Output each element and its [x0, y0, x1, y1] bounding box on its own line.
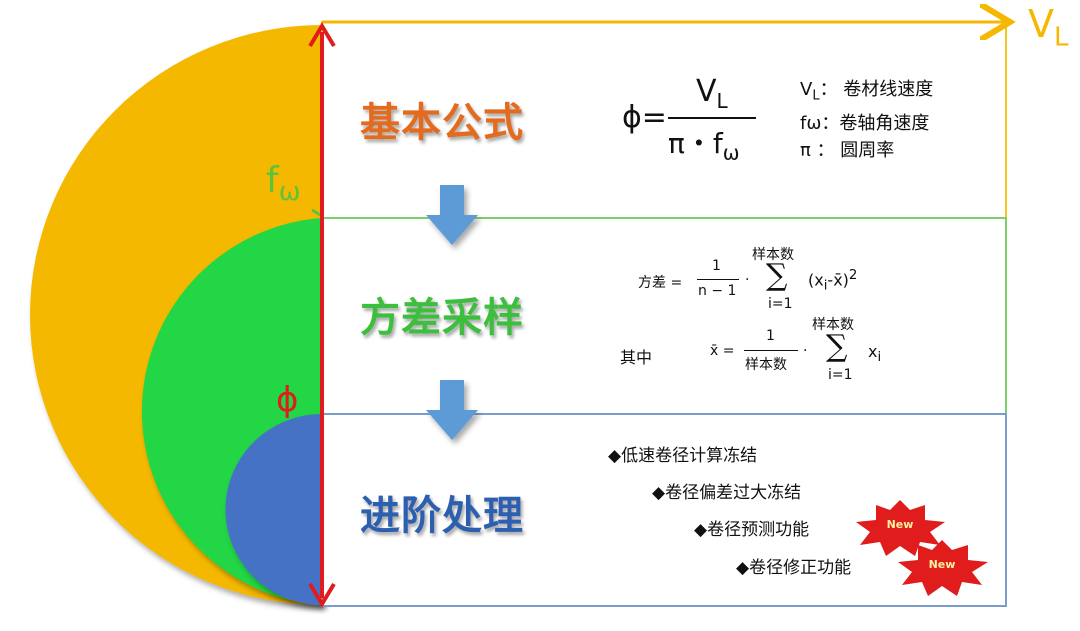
formula2-numerator: 1 [712, 258, 721, 274]
title-basic-formula: 基本公式 [360, 100, 524, 146]
formula3-term: xi [868, 342, 882, 366]
frame-basic [321, 21, 1007, 219]
def-pi: π ： 圆周率 [800, 139, 895, 161]
new-badge-2-text: New [929, 558, 956, 571]
formula1-lhs: ϕ= [622, 100, 667, 135]
formula2-dot: · [745, 272, 750, 288]
formula2-sigma: ∑ [766, 258, 788, 293]
formula2-denominator: n − 1 [698, 283, 737, 299]
formula1-fraction-bar [668, 117, 756, 119]
phi-arrow-top [308, 22, 336, 48]
new-badge-1-text: New [887, 518, 914, 531]
formula1-numerator: VL [696, 74, 728, 113]
formula3-lhs: x̄ = [710, 343, 735, 359]
bullet-low-speed-freeze: ◆低速卷径计算冻结 [608, 446, 758, 466]
vl-label: VL [1028, 2, 1069, 53]
bullet-deviation-freeze: ◆卷径偏差过大冻结 [652, 483, 802, 503]
def-fw: fω：卷轴角速度 [800, 112, 930, 134]
formula1-denominator: π・fω [668, 127, 740, 165]
new-badge-1: New [856, 500, 945, 556]
formula3-fraction-bar [744, 350, 798, 351]
down-arrow-1 [426, 185, 478, 245]
formula2-upper: 样本数 [752, 247, 794, 263]
formula2-fraction-bar [697, 279, 739, 280]
formula2-lower: i=1 [768, 296, 793, 312]
bullet-diameter-prediction: ◆卷径预测功能 [694, 520, 810, 540]
formula2-lhs: 方差 = [638, 275, 683, 291]
fw-label: fω [266, 160, 301, 208]
inner-semicircle [225, 414, 322, 605]
formula3-prefix: 其中 [620, 348, 653, 367]
formula3-upper: 样本数 [812, 317, 854, 333]
formula3-lower: i=1 [828, 367, 853, 383]
formula1-definitions: VL： 卷材线速度 fω：卷轴角速度 π ： 圆周率 [800, 76, 933, 164]
formula3-sigma: ∑ [826, 329, 848, 364]
formula3-denominator: 样本数 [745, 357, 787, 373]
title-advanced-processing: 进阶处理 [360, 493, 524, 539]
def-vl: VL： 卷材线速度 [800, 79, 934, 104]
formula3-numerator: 1 [766, 328, 775, 344]
formula3-dot: · [803, 343, 808, 359]
formula2-term: (xi-x̄)2 [808, 268, 858, 294]
title-variance-sampling: 方差采样 [360, 295, 524, 341]
phi-arrow-bottom [308, 582, 336, 608]
phi-label: ϕ [276, 380, 299, 420]
new-badge-2: New [898, 540, 988, 596]
down-arrow-2 [426, 380, 478, 440]
bullet-diameter-correction: ◆卷径修正功能 [736, 558, 852, 578]
